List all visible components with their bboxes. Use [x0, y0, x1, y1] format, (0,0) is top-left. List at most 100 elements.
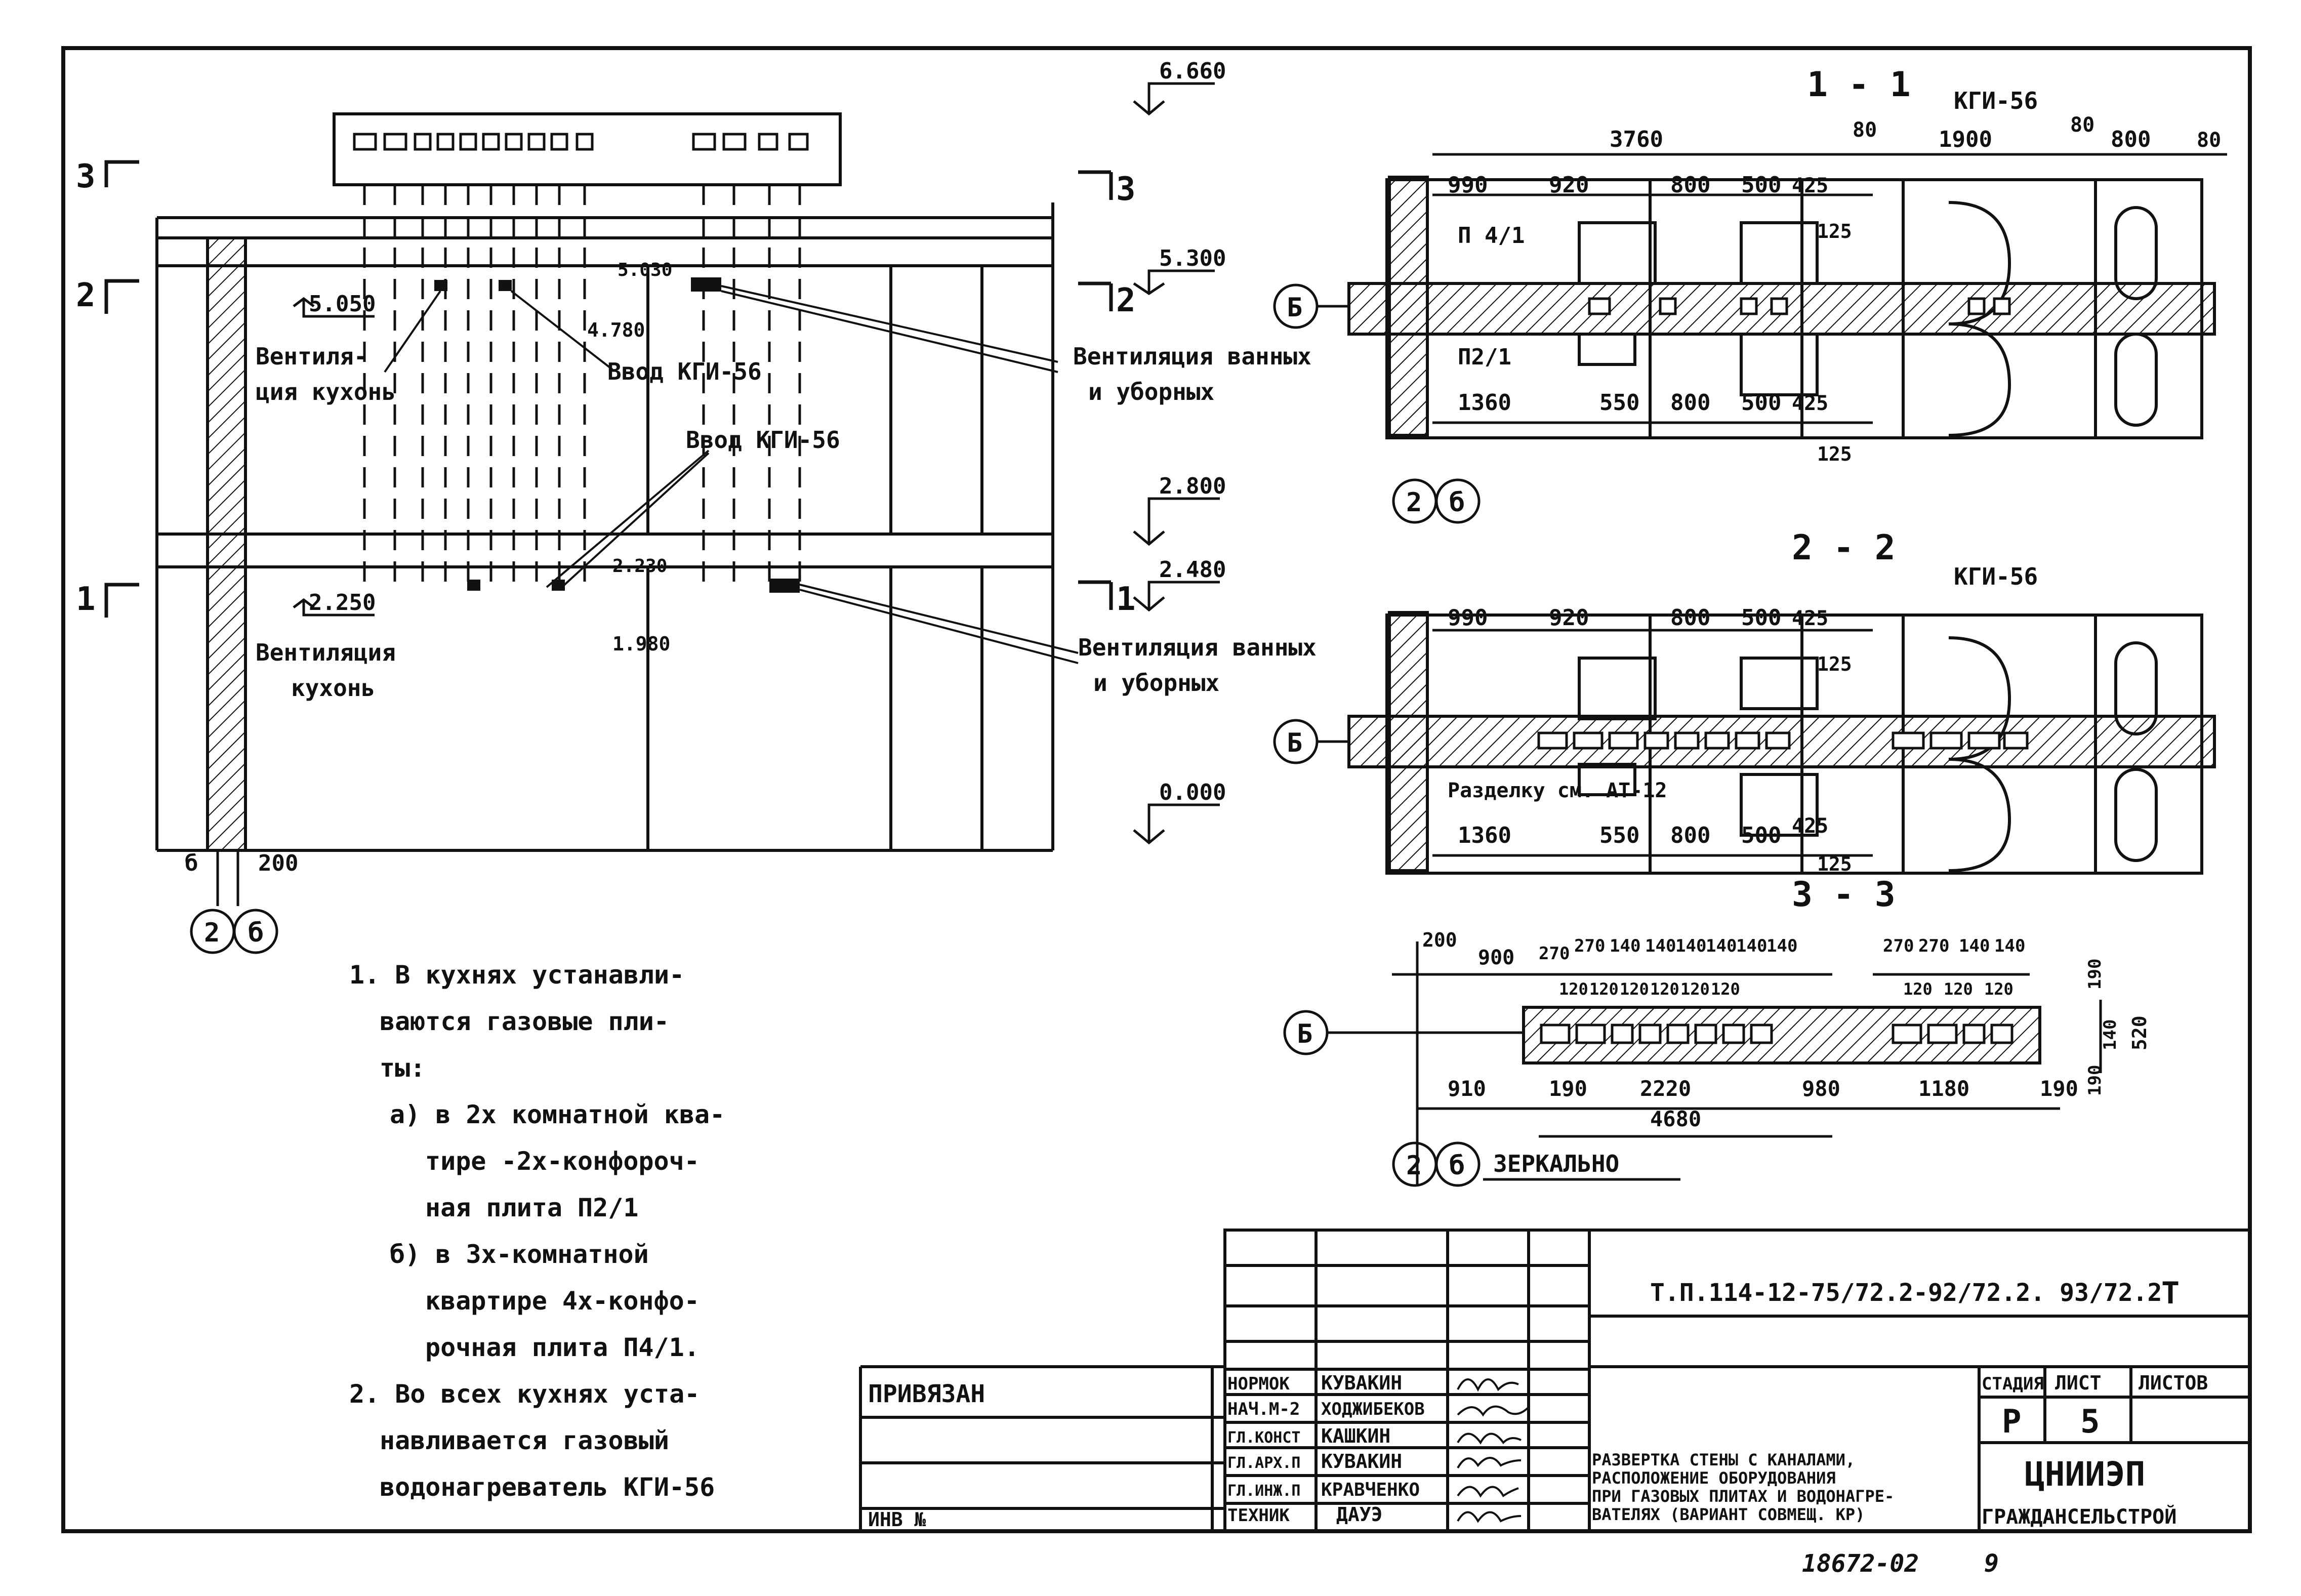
notes-block: 1. В кухнях устанавли- ваются газовые пл… — [349, 952, 725, 1510]
section-3-3-title: 3 - 3 — [1792, 875, 1896, 915]
sheet-no: 5 — [2080, 1403, 2100, 1441]
doc-type: Т — [2161, 1276, 2180, 1311]
hatched-column — [206, 236, 247, 852]
local-level-2250: 2.250 — [309, 590, 376, 616]
note-razdelka: Разделку см. АТ-12 — [1448, 779, 1667, 802]
dim-990-2: 990 — [1448, 605, 1488, 631]
dim-3-3-s190b: 190 — [2085, 1065, 2105, 1096]
dim-3-3-r270a: 270 — [1883, 936, 1914, 956]
axis-2-1-1: 2 — [1406, 487, 1422, 518]
dim-425-2: 425 — [1792, 607, 1828, 630]
dim-3-3-total: 4680 — [1650, 1107, 1701, 1131]
section-mark-3-right: 3 — [1116, 171, 1136, 208]
note-line-5: тире -2х-конфороч- — [425, 1147, 700, 1176]
plan-axis-markers — [1273, 283, 1680, 1187]
note-line-6: ная плита П2/1 — [425, 1193, 639, 1222]
dim-800-2: 800 — [1670, 605, 1710, 631]
section-1-1-channels — [1588, 297, 2011, 315]
dim-3-3-s140: 140 — [2100, 1019, 2120, 1050]
wall-elevation — [155, 112, 1054, 852]
label-input-kgi-1: Ввод КГИ-56 — [607, 358, 762, 385]
label-vent-bath-2: и уборных — [1088, 378, 1214, 405]
sheet-header: ЛИСТ — [2055, 1372, 2102, 1394]
sig-role-5: ГЛ.ИНЖ.П — [1227, 1482, 1301, 1500]
dim-3-3-2220: 2220 — [1640, 1076, 1691, 1101]
dim-1360-2: 1360 — [1458, 823, 1511, 848]
roof-vent-block — [333, 112, 842, 186]
stage-header: СТАДИЯ — [1982, 1374, 2044, 1394]
dim-800b-2: 800 — [1670, 823, 1710, 848]
section-2-2-column — [1388, 611, 1429, 872]
dim-125b-2: 125 — [1817, 853, 1852, 875]
stage-value: Р — [2002, 1403, 2022, 1441]
vent-channels — [363, 185, 801, 582]
axis-b-3-3: Б — [1297, 1019, 1312, 1049]
section-1-1-texts: 1 - 1 КГИ-56 3760 80 1900 80 800 80 990 … — [1287, 65, 2221, 518]
bound-label: ПРИВЯЗАН — [868, 1380, 985, 1408]
note-line-2: ваются газовые пли- — [380, 1007, 669, 1036]
kgi-label-2: КГИ-56 — [1954, 563, 2038, 590]
dim-1900: 1900 — [1939, 127, 1992, 152]
dim-3-3-m4: 120 — [1650, 979, 1679, 999]
note-line-4: а) в 2х комнатной ква- — [390, 1100, 725, 1129]
dim-3-3-s520: 520 — [2128, 1015, 2151, 1050]
dim-3-3-r140b: 140 — [1994, 936, 2025, 956]
sig-name-2: ХОДЖИБЕКОВ — [1321, 1399, 1425, 1419]
sig-role-1: НОРМОК — [1227, 1374, 1290, 1394]
dim-920: 920 — [1549, 172, 1589, 198]
mirror-label: ЗЕРКАЛЬНО — [1493, 1150, 1619, 1177]
dim-3-3-140a: 140 — [1610, 936, 1640, 956]
dim-125a: 125 — [1817, 220, 1852, 242]
sig-name-6: ДАУЭ — [1336, 1503, 1383, 1526]
axis-b2-1-1: б — [1449, 487, 1465, 518]
dim-3-3-140e: 140 — [1736, 936, 1767, 956]
local-level-2230: 2.230 — [612, 556, 667, 577]
level-2800: 2.800 — [1159, 473, 1226, 499]
note-line-3: ты: — [380, 1053, 426, 1083]
sig-role-4: ГЛ.АРХ.П — [1227, 1454, 1301, 1472]
elevation-axis-markers — [190, 850, 278, 954]
dim-920-2: 920 — [1549, 605, 1589, 631]
dim-b: б — [185, 850, 198, 876]
stove-p21: П2/1 — [1458, 344, 1511, 370]
note-line-9: рочная плита П4/1. — [425, 1333, 700, 1362]
section-3-3-texts: 3 - 3 200 900 270 270 140 140 140 140 14… — [1297, 875, 2151, 1181]
dim-200: 200 — [258, 850, 298, 876]
sig-role-2: НАЧ.М-2 — [1227, 1399, 1300, 1419]
dim-3-3-200: 200 — [1422, 929, 1457, 951]
dim-3-3-980: 980 — [1802, 1076, 1840, 1101]
local-level-5050: 5.050 — [309, 291, 376, 317]
dim-3-3-m8: 120 — [1944, 979, 1973, 999]
section-mark-2-left: 2 — [76, 277, 96, 314]
org-line-1: ЦНИИЭП — [2025, 1455, 2145, 1494]
stove-p41: П 4/1 — [1458, 223, 1525, 249]
note-line-11: навливается газовый — [380, 1426, 669, 1455]
level-2480: 2.480 — [1159, 557, 1226, 583]
section-2-2-texts: 2 - 2 КГИ-56 990 920 800 500 425 1360 55… — [1287, 528, 2038, 875]
local-level-4780: 4.780 — [587, 319, 645, 341]
section-2-2-channels — [1537, 731, 2029, 750]
axis-b2-3-3: б — [1449, 1151, 1465, 1181]
bottom-page: 9 — [1984, 1549, 1999, 1578]
dim-3-3-m6: 120 — [1711, 979, 1740, 999]
dim-3-3-m3: 120 — [1620, 979, 1649, 999]
axis-2-elev: 2 — [204, 918, 220, 948]
note-line-8: квартире 4х-конфо- — [425, 1286, 700, 1316]
sig-name-4: КУВАКИН — [1321, 1450, 1402, 1472]
level-0000: 0.000 — [1159, 780, 1226, 805]
kgi-label-1: КГИ-56 — [1954, 87, 2038, 114]
dim-3760: 3760 — [1610, 127, 1663, 152]
note-line-1: 1. В кухнях устанавли- — [349, 960, 685, 990]
dim-3-3-900: 900 — [1478, 946, 1514, 969]
level-5300: 5.300 — [1159, 245, 1226, 271]
dim-800: 800 — [2111, 127, 2151, 152]
dim-550: 550 — [1599, 390, 1639, 416]
label-input-kgi-2: Ввод КГИ-56 — [686, 426, 840, 454]
org-line-2: ГРАЖДАНСЕЛЬСТРОЙ — [1982, 1504, 2176, 1529]
level-6660: 6.660 — [1159, 58, 1226, 84]
dim-3-3-1180: 1180 — [1918, 1076, 1969, 1101]
section-mark-2-right: 2 — [1116, 282, 1136, 319]
section-mark-3-left: 3 — [76, 158, 96, 195]
dim-500: 500 — [1741, 172, 1781, 198]
